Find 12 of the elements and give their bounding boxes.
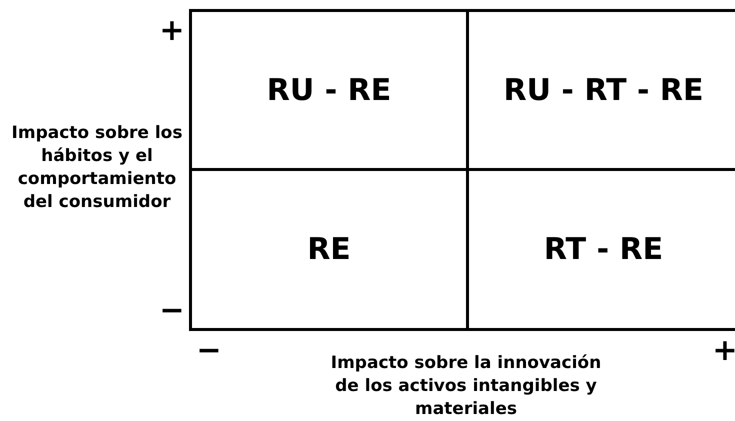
axis-title: Impacto sobre la innovación de los activos intangibles y materiales <box>330 352 602 421</box>
quadrant-cell <box>189 168 469 331</box>
quadrant-label: RE <box>307 232 351 267</box>
quadrant-label: RU - RE <box>266 72 392 108</box>
quadrant-cell <box>189 9 469 171</box>
axis-title: Impacto sobre los hábitos y el comportamiento del consumidor <box>10 122 184 214</box>
minus-sign: − <box>158 294 186 328</box>
quadrant-label: RU - RT - RE <box>504 72 704 108</box>
plus-sign: + <box>711 334 735 368</box>
quadrant-label: RT - RE <box>544 232 664 267</box>
plus-sign: + <box>158 14 186 48</box>
minus-sign: − <box>195 334 223 368</box>
